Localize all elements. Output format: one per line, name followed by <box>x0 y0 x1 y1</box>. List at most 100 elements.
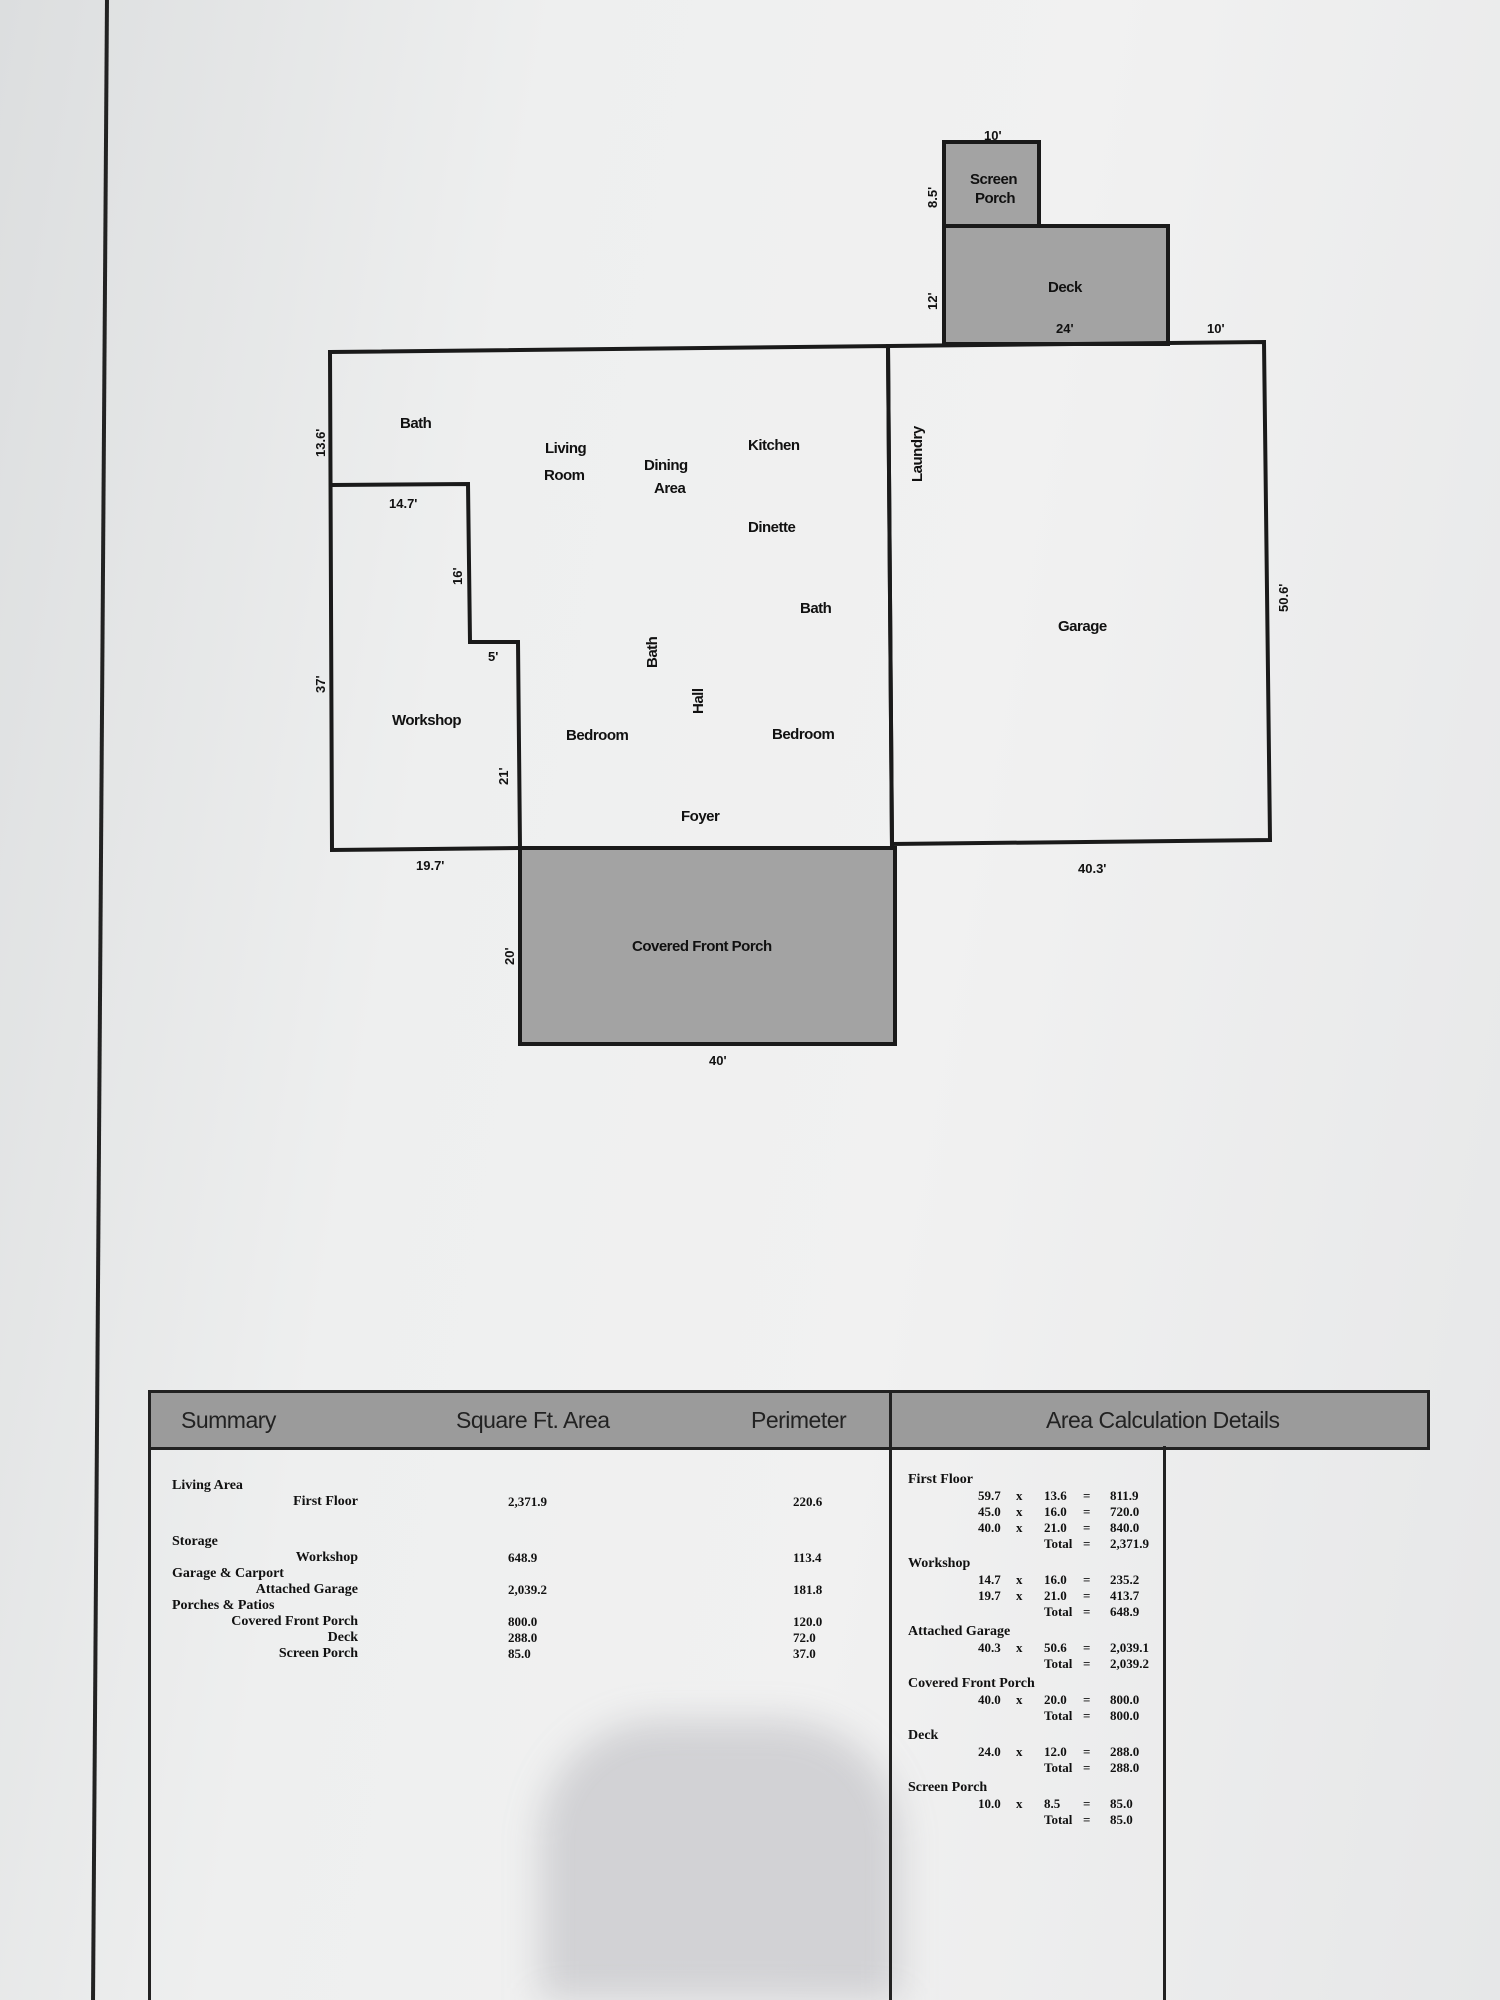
detail-factor-b: 20.0 <box>1044 1692 1067 1707</box>
detail-equals: = <box>1083 1708 1091 1723</box>
room-workshop: Workshop <box>392 712 461 729</box>
room-porch: Porch <box>975 190 1015 207</box>
detail-equals: = <box>1083 1588 1091 1603</box>
detail-factor-b: Total <box>1044 1536 1073 1551</box>
detail-result: 2,039.1 <box>1110 1640 1149 1655</box>
deck-area <box>942 224 1170 346</box>
summary-group-label: Garage & Carport <box>172 1566 284 1581</box>
detail-times: x <box>1016 1588 1023 1603</box>
dim-porch-depth: 20' <box>502 947 517 965</box>
summary-perimeter-value: 120.0 <box>793 1614 823 1629</box>
detail-factor-b: 21.0 <box>1044 1520 1067 1535</box>
detail-result: 800.0 <box>1110 1708 1140 1723</box>
dim-garage-offset: 10' <box>1207 321 1225 336</box>
divider-details-right <box>1163 1446 1166 2000</box>
dim-workshop-jog: 5' <box>488 649 498 664</box>
room-dinette: Dinette <box>748 519 795 536</box>
detail-factor-b: 13.6 <box>1044 1488 1067 1503</box>
summary-group-label: Storage <box>172 1534 218 1549</box>
detail-equals: = <box>1083 1504 1091 1519</box>
detail-times: x <box>1016 1488 1023 1503</box>
header-summary: Summary <box>181 1407 276 1433</box>
detail-factor-a: 40.3 <box>978 1640 1001 1655</box>
detail-result: 840.0 <box>1110 1520 1140 1535</box>
detail-factor-b: Total <box>1044 1708 1073 1723</box>
room-living: Living <box>545 440 587 457</box>
detail-equals: = <box>1083 1640 1091 1655</box>
detail-section-title: First Floor <box>908 1472 973 1487</box>
detail-result: 648.9 <box>1110 1604 1140 1619</box>
room-laundry: Laundry <box>909 425 926 482</box>
summary-area-value: 648.9 <box>508 1550 538 1565</box>
room-bedroom-left: Bedroom <box>566 727 629 744</box>
table-left-border <box>148 1446 151 2000</box>
room-bath-center: Bath <box>644 636 661 668</box>
room-living-room: Room <box>544 467 585 484</box>
detail-factor-b: 21.0 <box>1044 1588 1067 1603</box>
summary-item-label: Deck <box>327 1630 358 1645</box>
room-kitchen: Kitchen <box>748 437 800 454</box>
room-foyer: Foyer <box>681 808 720 825</box>
screen-porch-area <box>942 140 1041 228</box>
detail-section-title: Attached Garage <box>908 1624 1011 1639</box>
house-outline <box>327 343 895 853</box>
room-hall: Hall <box>690 688 707 714</box>
detail-factor-a: 24.0 <box>978 1744 1001 1759</box>
room-covered-front-porch: Covered Front Porch <box>632 938 772 955</box>
detail-equals: = <box>1083 1520 1091 1535</box>
detail-result: 811.9 <box>1110 1488 1139 1503</box>
covered-front-porch-area <box>518 846 897 1046</box>
floor-plan: Bath Living Room Dining Area Kitchen Din… <box>313 128 1291 1068</box>
summary-group-label: Porches & Patios <box>172 1598 275 1613</box>
summary-area-value: 800.0 <box>508 1614 538 1629</box>
summary-item-label: Attached Garage <box>255 1582 358 1597</box>
dim-workshop-top: 14.7' <box>389 496 417 511</box>
divider-details <box>889 1390 892 2000</box>
summary-area-value: 2,039.2 <box>508 1582 547 1597</box>
detail-times: x <box>1016 1520 1023 1535</box>
detail-times: x <box>1016 1692 1023 1707</box>
detail-times: x <box>1016 1796 1023 1811</box>
camera-shadow <box>540 1720 900 2000</box>
summary-perimeter-value: 181.8 <box>793 1582 823 1597</box>
summary-item-label: First Floor <box>293 1494 358 1509</box>
detail-equals: = <box>1083 1744 1091 1759</box>
room-deck: Deck <box>1048 279 1083 296</box>
room-dining-area: Area <box>654 480 687 497</box>
detail-equals: = <box>1083 1604 1091 1619</box>
detail-factor-b: 50.6 <box>1044 1640 1067 1655</box>
summary-item-label: Screen Porch <box>278 1646 358 1661</box>
summary-perimeter-value: 37.0 <box>793 1646 816 1661</box>
workshop-wall <box>331 481 522 849</box>
detail-times: x <box>1016 1504 1023 1519</box>
summary-item-label: Workshop <box>295 1550 358 1565</box>
detail-factor-a: 59.7 <box>978 1488 1001 1503</box>
dim-garage-width: 40.3' <box>1078 861 1106 876</box>
dim-screen-porch-width: 10' <box>984 128 1002 143</box>
detail-factor-b: 16.0 <box>1044 1572 1067 1587</box>
detail-result: 2,371.9 <box>1110 1536 1149 1551</box>
garage-outline <box>885 339 1273 847</box>
detail-equals: = <box>1083 1692 1091 1707</box>
detail-times: x <box>1016 1744 1023 1759</box>
room-garage: Garage <box>1058 618 1107 635</box>
detail-factor-a: 14.7 <box>978 1572 1001 1587</box>
summary-item-label: Covered Front Porch <box>231 1614 358 1629</box>
dim-left-wall: 37' <box>313 675 328 693</box>
detail-result: 800.0 <box>1110 1692 1140 1707</box>
detail-result: 720.0 <box>1110 1504 1140 1519</box>
detail-factor-b: Total <box>1044 1656 1073 1671</box>
summary-group-label: Living Area <box>172 1478 243 1493</box>
dim-garage-depth: 50.6' <box>1276 584 1291 612</box>
detail-section-title: Workshop <box>908 1556 971 1571</box>
detail-factor-a: 40.0 <box>978 1692 1001 1707</box>
summary-header: Summary Square Ft. Area Perimeter Area C… <box>148 1390 1430 1450</box>
header-perimeter: Perimeter <box>751 1407 847 1433</box>
detail-times: x <box>1016 1640 1023 1655</box>
room-dining: Dining <box>644 457 688 474</box>
room-bath-top: Bath <box>400 415 432 432</box>
summary-area-value: 85.0 <box>508 1646 531 1661</box>
detail-factor-b: Total <box>1044 1812 1073 1827</box>
room-screen: Screen <box>970 171 1017 188</box>
dim-bath-height: 13.6' <box>313 429 328 457</box>
